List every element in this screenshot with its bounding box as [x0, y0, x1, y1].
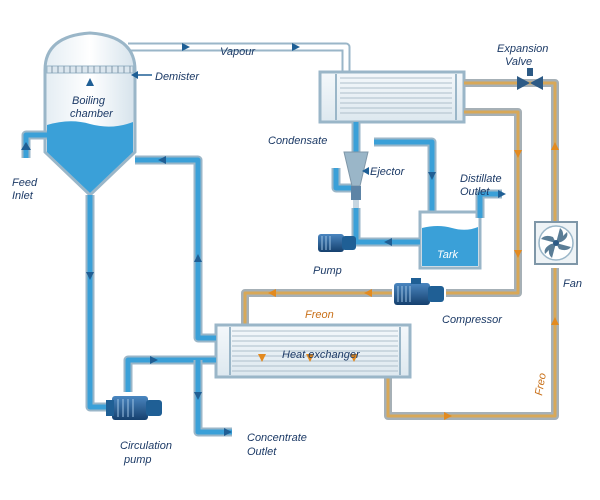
- boiling-chamber: [43, 31, 137, 198]
- condensate-line: [331, 122, 437, 212]
- vapour-label: Vapour: [220, 46, 256, 58]
- ejector-pointer: [362, 167, 369, 175]
- demister-label: Demister: [155, 71, 200, 83]
- fan-label: Fan: [563, 278, 582, 290]
- pump-label: Pump: [313, 265, 342, 277]
- fan-icon: [534, 221, 578, 265]
- circ-arrow-4: [150, 356, 158, 364]
- boiling-chamber-label-2: chamber: [70, 108, 114, 120]
- vapour-line: [128, 42, 351, 72]
- distillate-arrow: [498, 190, 506, 198]
- freon-loop: [241, 79, 559, 420]
- expansion-valve-icon: [517, 68, 543, 90]
- feed-inlet-label-2: Inlet: [12, 190, 34, 202]
- circ-arrow-2: [194, 254, 202, 262]
- heat-exchanger-label: Heat exchanger: [282, 349, 361, 361]
- heat-exchanger: [214, 323, 412, 379]
- concentrate-outlet-label-2: Outlet: [247, 446, 277, 458]
- freon-side-label: Freo: [533, 372, 549, 396]
- circulation-loop: [85, 155, 232, 437]
- circulation-pump-label-2: pump: [123, 454, 152, 466]
- expansion-valve-label-2: Valve: [505, 56, 532, 68]
- freon-arrow-4: [364, 289, 372, 297]
- expansion-valve-label-1: Expansion: [497, 43, 548, 55]
- freon-top-label: Freon: [305, 309, 334, 321]
- distillate-outlet-label-1: Distillate: [460, 173, 502, 185]
- ejector: [343, 151, 369, 208]
- feed-inlet-arrow: [21, 142, 31, 150]
- freon-arrow-2: [514, 150, 522, 158]
- distillate-outlet-line: [475, 189, 502, 218]
- demister-pointer: [131, 71, 138, 79]
- pump-line-arrow: [384, 238, 392, 246]
- circ-arrow-6: [224, 428, 232, 436]
- concentrate-outlet-label-1: Concentrate: [247, 432, 307, 444]
- circulation-pump-icon: [106, 396, 162, 420]
- vapour-flow-arrow-1: [182, 43, 190, 51]
- condensate-arrow: [428, 172, 436, 180]
- tank-label: Tark: [437, 249, 458, 261]
- circ-arrow-3: [158, 156, 166, 164]
- tank: [418, 210, 482, 270]
- ejector-label: Ejector: [370, 166, 406, 178]
- freon-arrow-1: [551, 142, 559, 150]
- circ-arrow-1: [86, 272, 94, 280]
- vapour-flow-arrow-2: [292, 43, 300, 51]
- freon-arrow-7: [444, 412, 452, 420]
- pump-line: [351, 208, 420, 247]
- feed-inlet-line: [21, 130, 47, 158]
- compressor-label: Compressor: [442, 314, 503, 326]
- pump-icon: [318, 234, 356, 252]
- condenser: [318, 70, 466, 124]
- freon-arrow-6: [551, 317, 559, 325]
- feed-inlet-label-1: Feed: [12, 177, 38, 189]
- circ-arrow-5: [194, 392, 202, 400]
- compressor-icon: [394, 278, 444, 305]
- boiling-chamber-label-1: Boiling: [72, 95, 106, 107]
- condensate-label: Condensate: [268, 135, 327, 147]
- distillate-outlet-label-2: Outlet: [460, 186, 490, 198]
- freon-arrow-3: [514, 250, 522, 258]
- freon-arrow-5: [268, 289, 276, 297]
- circulation-pump-label-1: Circulation: [120, 440, 172, 452]
